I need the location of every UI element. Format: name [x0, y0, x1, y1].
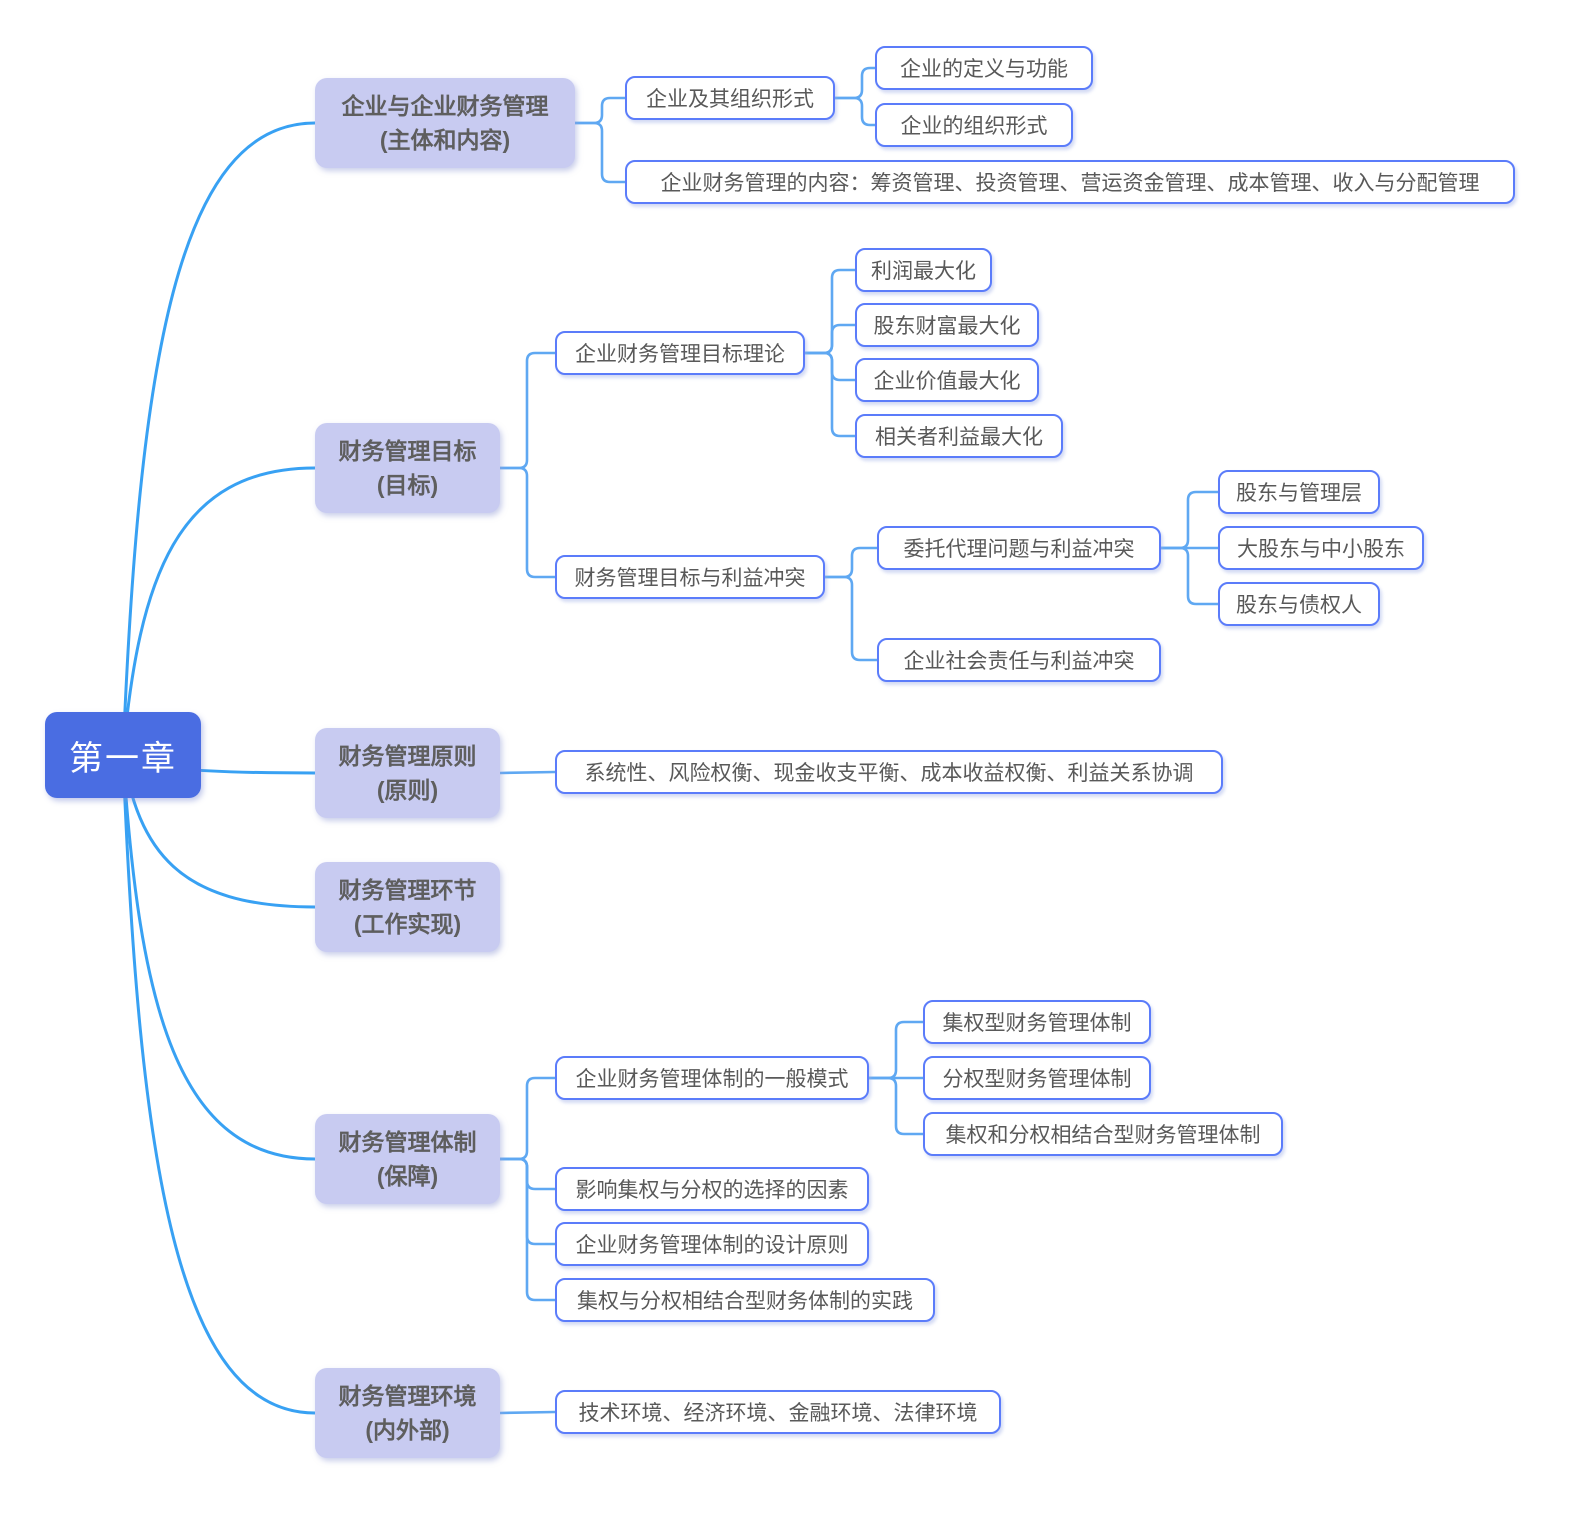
node-shareholders-vs-creditors[interactable]: 股东与债权人 — [1218, 582, 1380, 626]
branch-enterprise-and-financial-management[interactable]: 企业与企业财务管理 (主体和内容) — [315, 78, 575, 168]
branch-sublabel: (保障) — [376, 1163, 439, 1189]
node-decentralized-system[interactable]: 分权型财务管理体制 — [923, 1056, 1151, 1100]
node-combined-system-practice[interactable]: 集权与分权相结合型财务体制的实践 — [555, 1278, 935, 1322]
branch-sublabel: (目标) — [376, 472, 439, 498]
branch-label: 财务管理体制 — [338, 1128, 477, 1155]
node-shareholders-vs-management[interactable]: 股东与管理层 — [1218, 470, 1380, 514]
branch-sublabel: (原则) — [376, 777, 439, 803]
branch-financial-management-system[interactable]: 财务管理体制 (保障) — [315, 1114, 500, 1204]
node-shareholder-wealth-maximization[interactable]: 股东财富最大化 — [855, 303, 1039, 347]
node-enterprise-organization-form[interactable]: 企业的组织形式 — [875, 103, 1073, 147]
node-financial-management-content[interactable]: 企业财务管理的内容：筹资管理、投资管理、营运资金管理、成本管理、收入与分配管理 — [625, 160, 1515, 204]
branch-financial-management-principles[interactable]: 财务管理原则 (原则) — [315, 728, 500, 818]
node-csr-conflict[interactable]: 企业社会责任与利益冲突 — [877, 638, 1161, 682]
branch-sublabel: (内外部) — [365, 1417, 450, 1443]
branch-financial-management-goal[interactable]: 财务管理目标 (目标) — [315, 423, 500, 513]
branch-financial-management-links[interactable]: 财务管理环节 (工作实现) — [315, 862, 500, 952]
node-goal-and-interest-conflict[interactable]: 财务管理目标与利益冲突 — [555, 555, 825, 599]
node-centralized-system[interactable]: 集权型财务管理体制 — [923, 1000, 1151, 1044]
node-enterprise-organization-forms[interactable]: 企业及其组织形式 — [625, 76, 835, 120]
branch-label: 财务管理环境 — [338, 1382, 477, 1409]
node-fm-goal-theories[interactable]: 企业财务管理目标理论 — [555, 331, 805, 375]
node-system-design-principles[interactable]: 企业财务管理体制的设计原则 — [555, 1222, 869, 1266]
node-fm-system-general-modes[interactable]: 企业财务管理体制的一般模式 — [555, 1056, 869, 1100]
node-major-vs-minor-shareholders[interactable]: 大股东与中小股东 — [1218, 526, 1424, 570]
node-enterprise-definition-function[interactable]: 企业的定义与功能 — [875, 46, 1093, 90]
node-stakeholder-interest-maximization[interactable]: 相关者利益最大化 — [855, 414, 1063, 458]
branch-label: 企业与企业财务管理 — [341, 92, 549, 119]
node-principal-agent-conflict[interactable]: 委托代理问题与利益冲突 — [877, 526, 1161, 570]
node-principles-list[interactable]: 系统性、风险权衡、现金收支平衡、成本收益权衡、利益关系协调 — [555, 750, 1223, 794]
node-centralization-choice-factors[interactable]: 影响集权与分权的选择的因素 — [555, 1167, 869, 1211]
branch-sublabel: (工作实现) — [353, 911, 462, 937]
branch-label: 财务管理目标 — [338, 437, 477, 464]
node-environment-list[interactable]: 技术环境、经济环境、金融环境、法律环境 — [555, 1390, 1001, 1434]
branch-financial-management-environment[interactable]: 财务管理环境 (内外部) — [315, 1368, 500, 1458]
node-chapter-1[interactable]: 第一章 — [45, 712, 201, 798]
branch-label: 财务管理环节 — [338, 876, 477, 903]
branch-label: 财务管理原则 — [338, 742, 477, 769]
branch-sublabel: (主体和内容) — [379, 127, 511, 153]
node-profit-maximization[interactable]: 利润最大化 — [855, 248, 992, 292]
node-combined-system[interactable]: 集权和分权相结合型财务管理体制 — [923, 1112, 1283, 1156]
node-enterprise-value-maximization[interactable]: 企业价值最大化 — [855, 358, 1039, 402]
